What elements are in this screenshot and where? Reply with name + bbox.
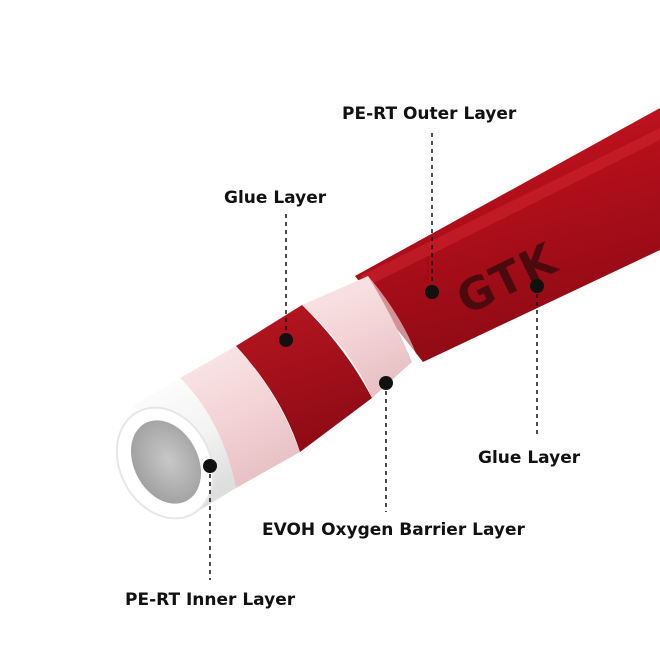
evoh-barrier-band (302, 276, 412, 398)
pink-layer-band (180, 346, 300, 488)
label-evoh-layer: EVOH Oxygen Barrier Layer (262, 520, 525, 540)
dot-evoh (379, 376, 393, 390)
pipe-bore (130, 420, 202, 504)
dot-glue-right (530, 279, 544, 293)
outer-layer-highlight (360, 128, 660, 284)
evoh-edge-highlight (368, 276, 420, 364)
label-inner-layer: PE-RT Inner Layer (125, 590, 296, 610)
glue-layer-band (236, 305, 372, 452)
dot-outer-layer (425, 285, 439, 299)
label-outer-layer: PE-RT Outer Layer (342, 104, 517, 124)
dot-glue-top (279, 333, 293, 347)
dot-inner-layer (203, 459, 217, 473)
label-glue-layer-top: Glue Layer (224, 188, 327, 208)
label-glue-layer-right: Glue Layer (478, 448, 581, 468)
